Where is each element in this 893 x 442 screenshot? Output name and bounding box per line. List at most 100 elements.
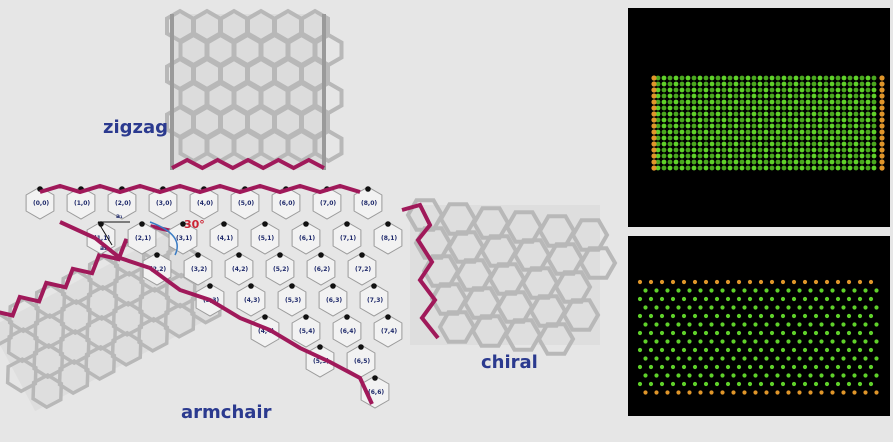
atom	[727, 87, 733, 93]
atom	[781, 81, 787, 87]
atom	[757, 141, 763, 147]
atom	[865, 111, 871, 117]
atom	[769, 364, 775, 370]
hexagon	[437, 310, 477, 344]
atom	[709, 147, 715, 153]
atom	[670, 381, 676, 387]
atom	[685, 75, 691, 81]
atom	[859, 159, 865, 165]
atom	[670, 296, 676, 302]
atom	[637, 347, 643, 353]
atom	[667, 117, 673, 123]
atom	[659, 330, 665, 336]
atom	[859, 165, 865, 171]
atom	[835, 99, 841, 105]
lattice-hexagon	[236, 283, 266, 317]
atom	[799, 75, 805, 81]
atom	[769, 330, 775, 336]
atom	[679, 87, 685, 93]
atom	[709, 305, 714, 310]
atom	[852, 373, 857, 378]
atom	[727, 105, 733, 111]
atom	[667, 75, 673, 81]
atom	[780, 364, 786, 370]
atom	[786, 373, 791, 378]
lattice-point	[385, 221, 391, 227]
atom	[853, 135, 859, 141]
lattice-hexagon	[224, 252, 254, 286]
chirality-index: (5,4)	[299, 328, 315, 335]
atom	[673, 105, 679, 111]
atom	[857, 313, 863, 319]
zigzag-path-highlight	[39, 183, 361, 195]
atom	[758, 364, 764, 370]
lattice-hexagon	[209, 221, 239, 255]
atom	[841, 93, 847, 99]
atom	[673, 123, 679, 129]
atom	[731, 322, 736, 327]
atom	[793, 141, 799, 147]
end-atom	[651, 159, 657, 165]
atom	[829, 123, 835, 129]
atom	[720, 373, 725, 378]
end-atom	[879, 105, 885, 111]
atom	[847, 153, 853, 159]
atom	[715, 159, 721, 165]
atom	[739, 135, 745, 141]
atom	[805, 141, 811, 147]
atom	[793, 165, 799, 171]
atom	[841, 81, 847, 87]
atom	[863, 373, 868, 378]
end-atom	[879, 111, 885, 117]
atom	[673, 141, 679, 147]
hexagon	[33, 313, 66, 350]
chirality-index: (6,6)	[368, 389, 384, 396]
atom	[655, 159, 661, 165]
atom	[685, 111, 691, 117]
atom	[775, 147, 781, 153]
atom	[823, 93, 829, 99]
lattice-point	[289, 283, 295, 289]
atom	[736, 330, 742, 336]
atom	[811, 93, 817, 99]
atom	[697, 147, 703, 153]
edge-atom	[857, 279, 863, 285]
lattice-hexagon	[107, 186, 137, 220]
atom	[715, 153, 721, 159]
atom	[769, 165, 775, 171]
chirality-index: (6,0)	[279, 200, 295, 207]
atom	[805, 129, 811, 135]
chirality-index: (6,3)	[326, 297, 342, 304]
edge-atom	[830, 390, 835, 395]
atom	[697, 117, 703, 123]
atom	[775, 153, 781, 159]
lattice-hexagon	[127, 221, 157, 255]
atom	[731, 373, 736, 378]
atom	[830, 288, 835, 293]
chirality-index: (4,0)	[197, 200, 213, 207]
atom	[868, 381, 874, 387]
atom	[709, 123, 715, 129]
atom	[769, 81, 775, 87]
atom	[725, 330, 731, 336]
atom	[659, 313, 665, 319]
atom	[797, 288, 802, 293]
chirality-index: (7,3)	[367, 297, 383, 304]
chirality-index: (6,4)	[340, 328, 356, 335]
atom	[847, 111, 853, 117]
chirality-index: (4,1)	[217, 235, 233, 242]
atom	[793, 153, 799, 159]
atom	[703, 93, 709, 99]
lattice-point	[365, 186, 371, 192]
atom	[685, 93, 691, 99]
lattice-point	[344, 314, 350, 320]
atom	[757, 87, 763, 93]
atom	[757, 117, 763, 123]
atom	[697, 129, 703, 135]
atom	[793, 159, 799, 165]
atom	[763, 153, 769, 159]
end-atom	[651, 147, 657, 153]
end-atom	[879, 99, 885, 105]
end-atom	[651, 165, 657, 171]
atom	[846, 330, 852, 336]
